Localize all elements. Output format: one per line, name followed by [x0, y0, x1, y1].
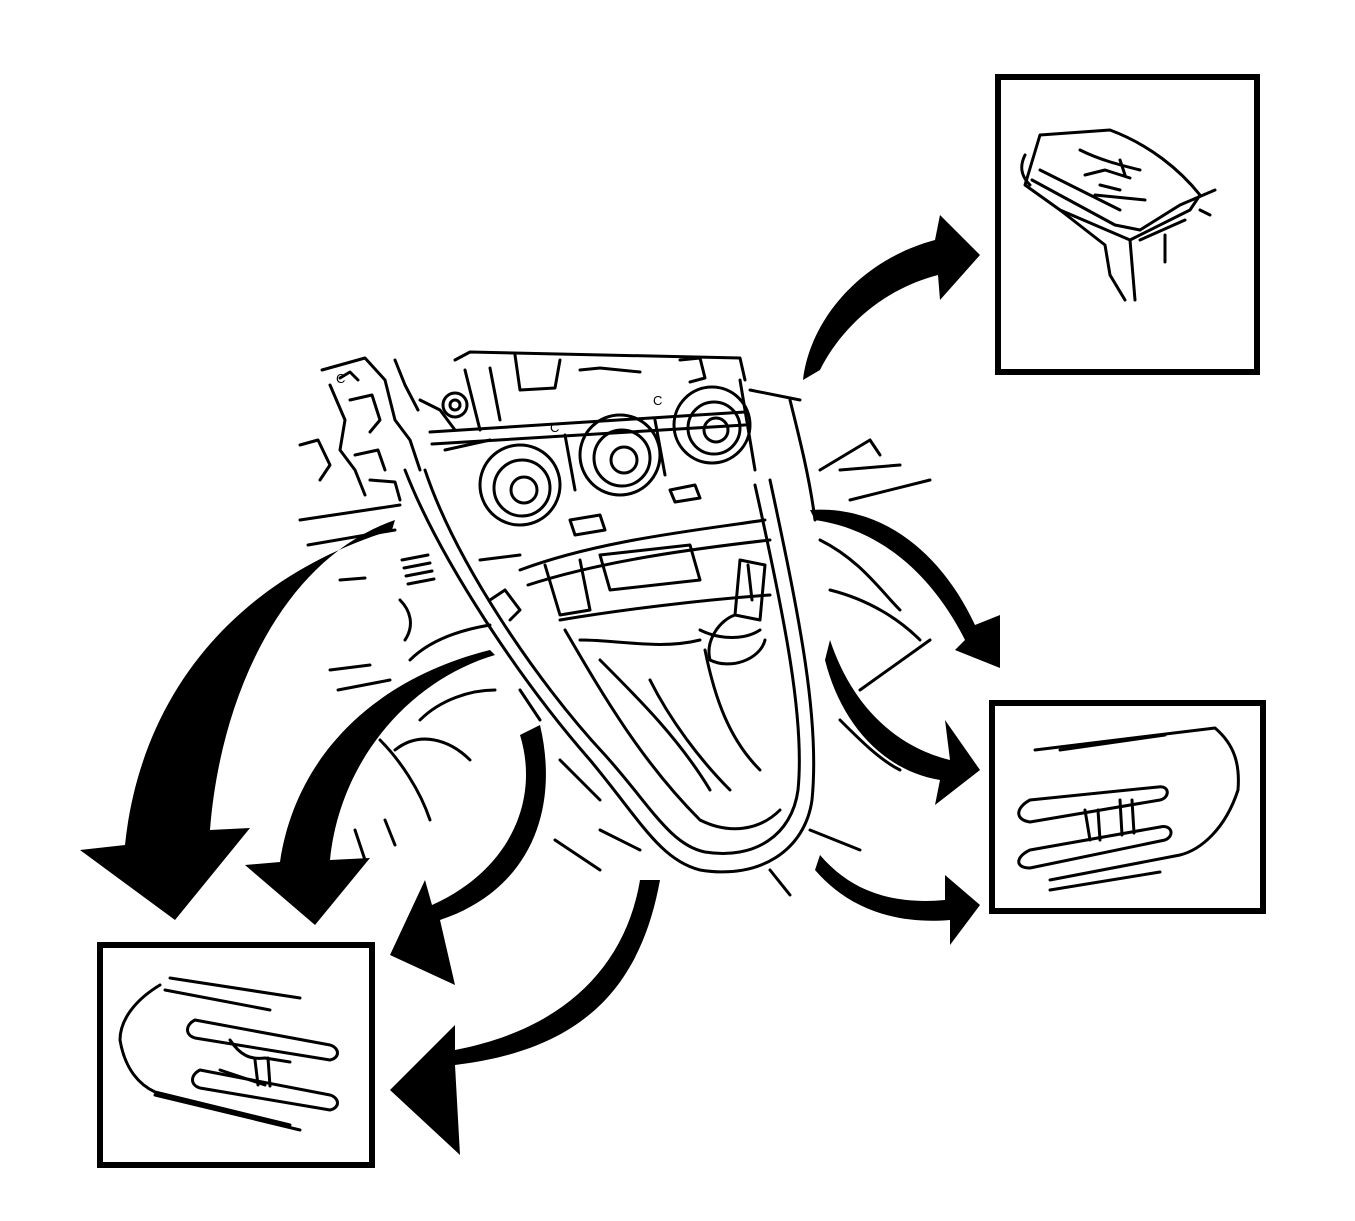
arrow-left-large [80, 520, 395, 920]
clip-mark-left: C [550, 420, 559, 435]
detail-top-right [995, 74, 1260, 375]
dash-bracket-left [298, 356, 469, 502]
arrow-to-detail-bottom-left [390, 725, 546, 985]
arrow-to-detail-top-right [803, 215, 980, 380]
detail-top-right-frame [995, 74, 1260, 375]
removal-direction-arrows [80, 215, 1000, 1155]
arrow-left-medium [245, 650, 495, 925]
detail-bottom-left [97, 942, 375, 1168]
control-knob-right [672, 385, 752, 465]
climate-control-panel: C C C [336, 371, 752, 562]
detail-mid-right [989, 700, 1266, 914]
center-console-illustration: C C C [298, 350, 932, 897]
clip-top-view-drawing-left [118, 976, 339, 1132]
control-knob-left [478, 443, 562, 527]
clip-side-view-drawing [1020, 128, 1217, 302]
detail-bottom-left-frame [97, 942, 375, 1168]
control-knob-middle [578, 413, 662, 497]
center-console-trim-bezel [403, 468, 816, 874]
arrow-right-lower [815, 855, 980, 945]
clip-mark-right: C [336, 371, 345, 386]
clip-mark-middle: C [653, 393, 662, 408]
clip-top-view-drawing-right [1017, 726, 1240, 892]
arrow-right-upper [810, 509, 1000, 668]
arrow-to-detail-mid-right [825, 640, 980, 805]
shift-lever-boot [563, 558, 782, 831]
